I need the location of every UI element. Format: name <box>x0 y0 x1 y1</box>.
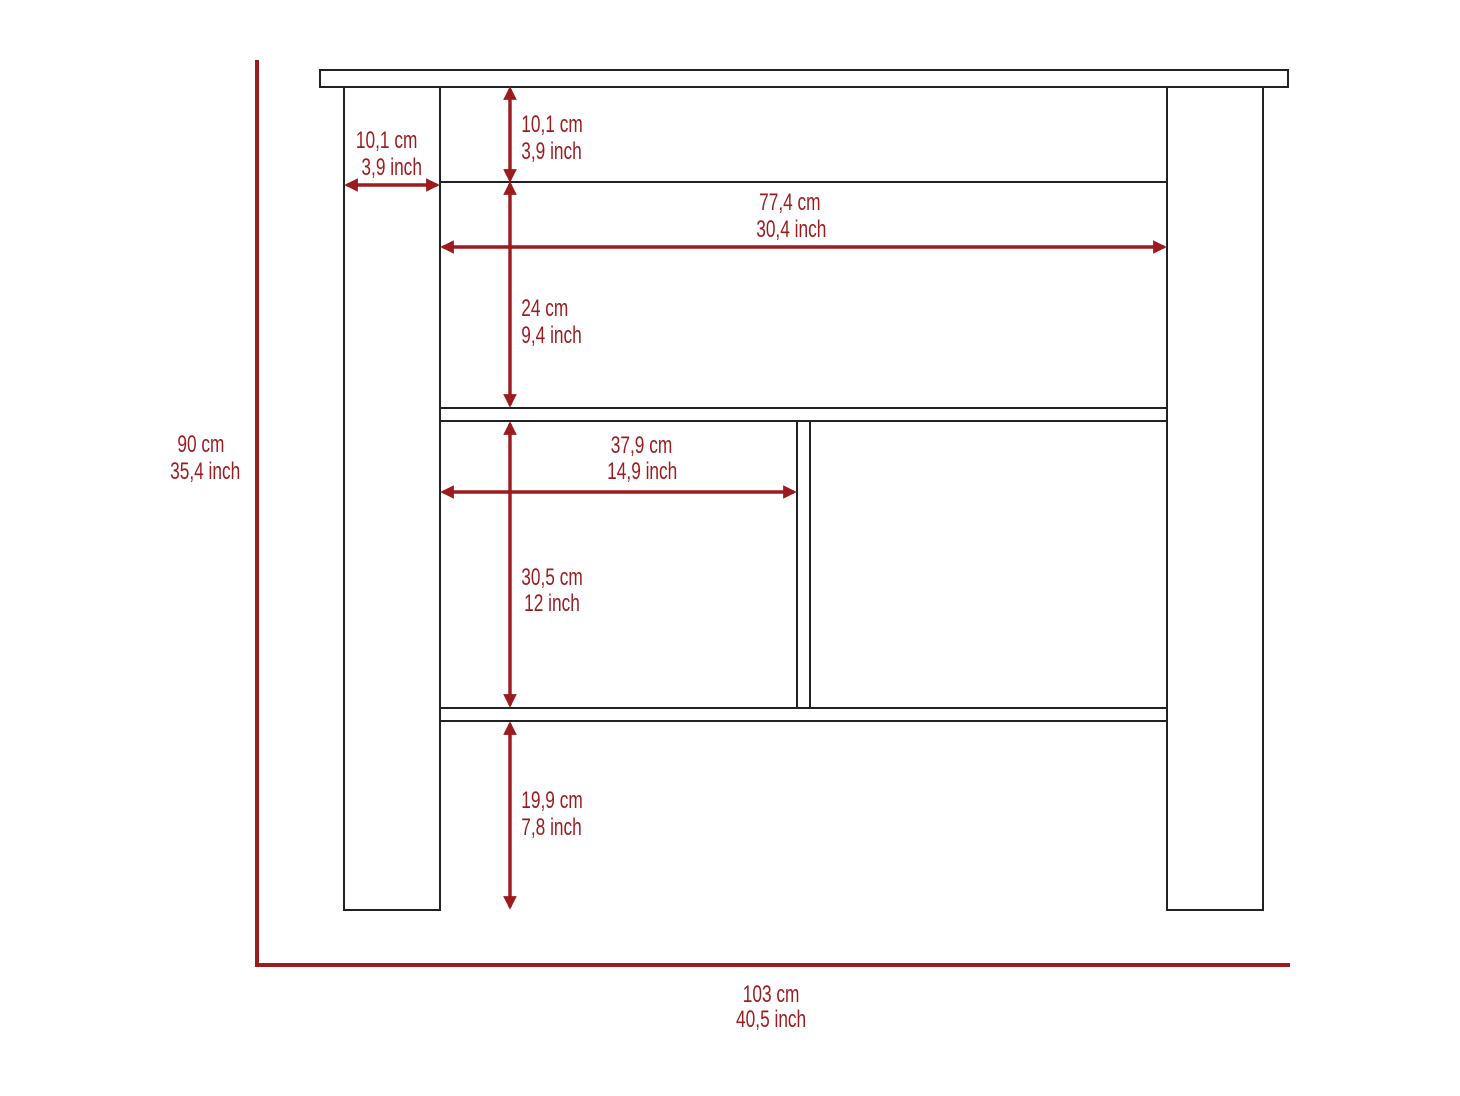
upper-shelf-board <box>439 407 1168 422</box>
compartment-width-inch-label: 14,9 inch <box>607 458 677 484</box>
top-apron-cm-label: 10,1 cm <box>521 111 582 137</box>
left-leg <box>343 86 441 911</box>
center-divider <box>796 420 811 709</box>
overall-height-inch-label: 35,4 inch <box>170 458 240 484</box>
middle-shelf-inch-label: 12 inch <box>524 590 580 616</box>
leg-width-inch-label: 3,9 inch <box>361 154 422 180</box>
inner-width-cm-label: 77,4 cm <box>759 189 820 215</box>
overall-width-inch-label: 40,5 inch <box>736 1006 806 1032</box>
inner-width-inch-label: 30,4 inch <box>756 216 826 242</box>
upper-shelf-inch-label: 9,4 inch <box>521 322 582 348</box>
top-apron-inch-label: 3,9 inch <box>521 138 582 164</box>
leg-width-cm-label: 10,1 cm <box>356 127 417 153</box>
right-leg <box>1166 86 1264 911</box>
overall-width-cm-label: 103 cm <box>743 981 800 1007</box>
middle-shelf-cm-label: 30,5 cm <box>521 564 582 590</box>
tabletop <box>319 69 1289 88</box>
upper-shelf-cm-label: 24 cm <box>521 295 568 321</box>
overall-height-cm-label: 90 cm <box>177 431 224 457</box>
bottom-clearance-inch-label: 7,8 inch <box>521 814 582 840</box>
cabinet-outline <box>319 69 1289 911</box>
bottom-clearance-cm-label: 19,9 cm <box>521 787 582 813</box>
compartment-width-cm-label: 37,9 cm <box>611 432 672 458</box>
lower-shelf-board <box>439 707 1168 722</box>
